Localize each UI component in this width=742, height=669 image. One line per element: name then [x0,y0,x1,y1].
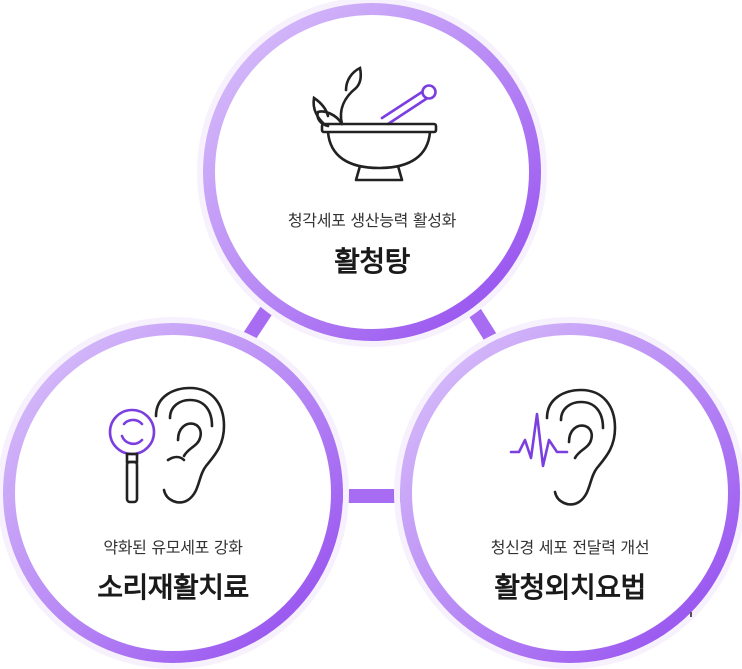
stray-mark [690,612,692,617]
node-circle-top [203,3,541,341]
pulse-ear-icon [507,388,627,512]
node-title-left: 소리재활치료 [97,571,249,604]
connector-top-right [466,304,502,350]
node-subtitle-top: 청각세포 생산능력 활성화 [287,211,457,230]
node-title-top: 활청탕 [334,245,410,278]
magnifier-ear-icon [104,386,232,510]
node-circle-right [400,323,740,663]
node-subtitle-left: 약화된 유모세포 강화 [103,538,243,557]
node-circle-left [3,323,343,663]
mortar-pestle-herb-icon [302,62,442,186]
node-subtitle-right: 청신경 세포 전달력 개선 [490,538,650,557]
node-title-right: 활청외치요법 [494,571,646,604]
